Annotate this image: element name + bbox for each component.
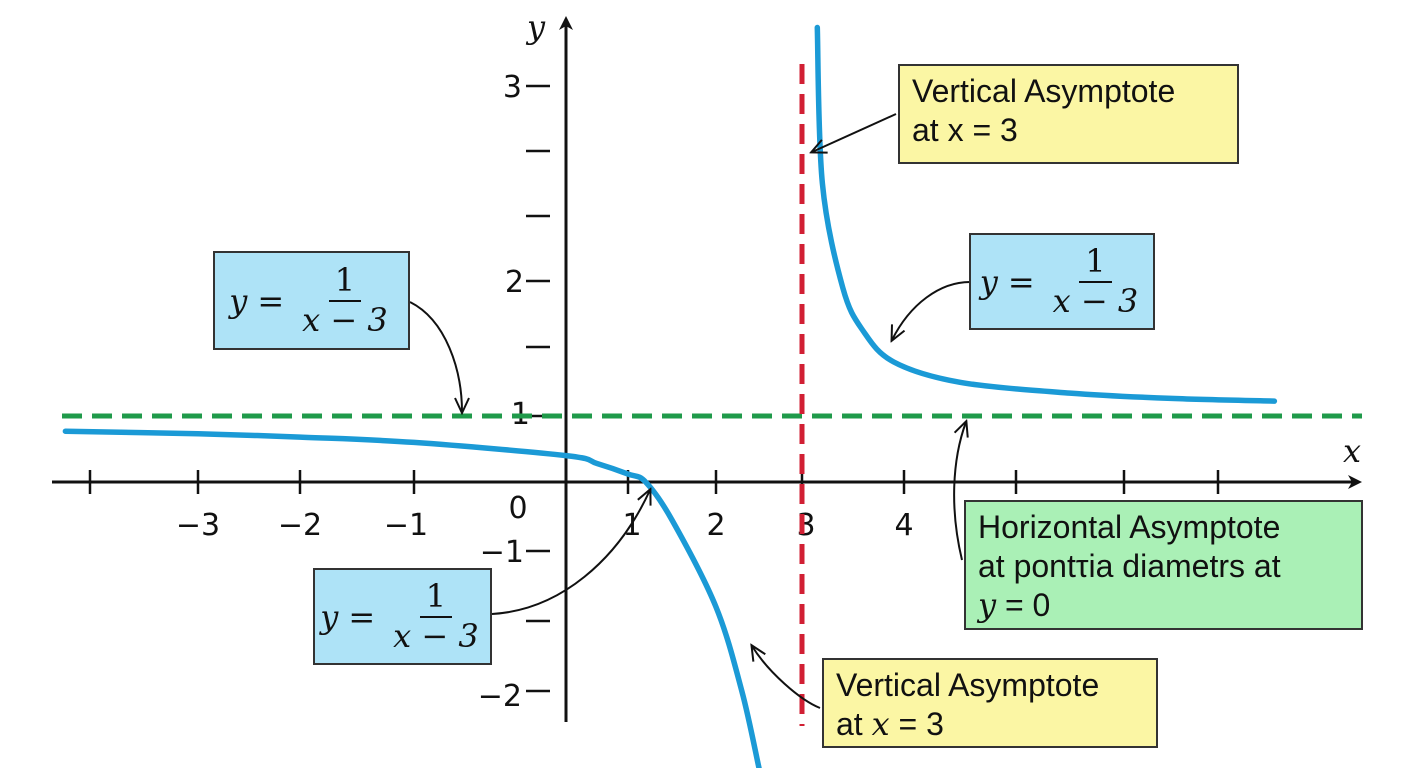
note-text: y [978,586,997,625]
leader-arrow [812,113,897,152]
eq-denominator: x − 3 [302,300,388,339]
note-line: Vertical Asymptote [836,667,1100,703]
note-line: Horizontal Asymptote [978,509,1281,545]
curve-left-branch [62,428,762,771]
eq-denominator: x − 3 [1052,281,1139,320]
eq-equals: = [348,597,376,636]
curve-right-branch [814,24,1278,404]
x-tick-label: −3 [176,508,220,543]
leader-arrow [491,490,650,615]
leader-arrow [953,422,966,561]
eq-lhs: y [979,262,998,301]
eq-equals: = [257,281,285,320]
note-text: = 3 [889,706,944,743]
note-text: at [912,112,948,149]
note-text: x [871,705,890,744]
x-tick-label: −1 [384,508,428,543]
equation: y = 1 x − 3 [315,570,490,663]
note-text: = 3 [963,112,1018,149]
x-ticks [88,470,1220,494]
eq-equals: = [1007,262,1035,301]
eq-lhs: y [320,597,339,636]
x-axis-label: x [1343,432,1361,470]
leader-arrow [409,301,462,412]
note-line: at x = 3 [912,111,1225,150]
x-tick-label: 3 [796,508,815,543]
note-text: = 0 [996,587,1051,624]
equation-box-left-top: y = 1 x − 3 [213,251,410,350]
horizontal-asymptote-note: Horizontal Asymptote at pontτia diametrs… [964,500,1363,630]
eq-fraction: 1 x − 3 [296,263,394,339]
eq-denominator: x − 3 [393,616,479,655]
eq-fraction: 1 x − 3 [387,579,485,655]
note-line: at pontτia diametrs at [978,548,1281,585]
y-tick-label: −1 [480,535,524,570]
eq-numerator: 1 [419,579,453,618]
eq-numerator: 1 [328,263,362,302]
eq-lhs: y [229,281,248,320]
note-text: at [836,706,872,743]
note-text: x [947,112,964,149]
equation: y = 1 x − 3 [215,253,408,348]
vertical-asymptote-note-bottom: Vertical Asymptote at x = 3 [822,658,1158,748]
equation-box-right: y = 1 x − 3 [969,233,1155,330]
y-tick-label: 3 [503,70,522,105]
y-axis-label: y [525,8,546,46]
x-tick-label: 4 [894,508,913,543]
leader-arrow [752,646,821,709]
equation-box-left-bottom: y = 1 x − 3 [313,568,492,665]
y-tick-label: −2 [478,679,522,714]
vertical-asymptote-note-top: Vertical Asymptote at x = 3 [898,64,1239,164]
x-tick-label: 2 [706,508,725,543]
note-line: y = 0 [978,586,1349,625]
x-tick-label: −2 [278,508,322,543]
leader-arrow [892,281,971,340]
note-line: Vertical Asymptote [912,73,1176,109]
eq-fraction: 1 x − 3 [1047,244,1145,320]
equation: y = 1 x − 3 [971,235,1153,328]
x-tick-label: 0 [508,491,527,526]
note-line: at x = 3 [836,705,1144,744]
y-tick-label: 2 [505,265,524,300]
eq-numerator: 1 [1079,244,1112,283]
